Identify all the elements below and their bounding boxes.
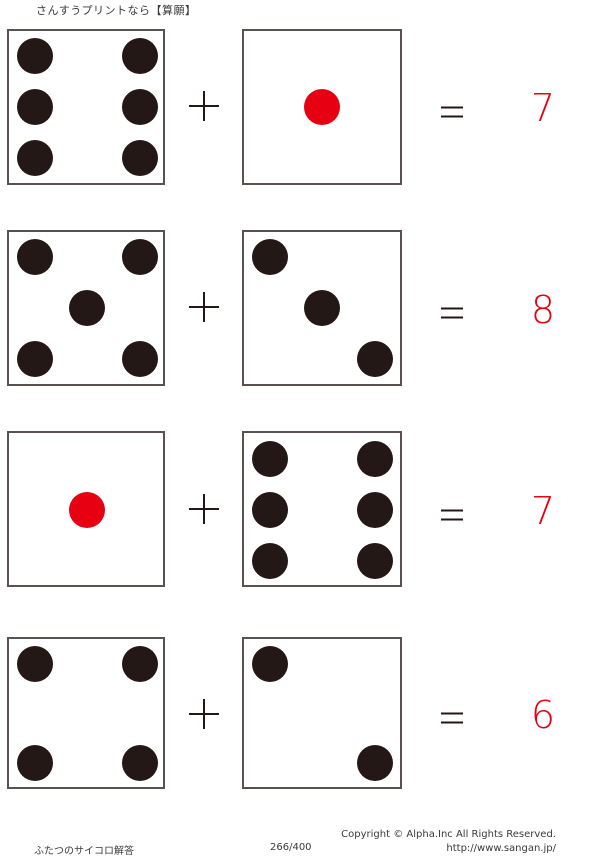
pip	[17, 140, 53, 176]
right-die-three	[242, 230, 402, 386]
pip	[69, 290, 105, 326]
pip	[122, 89, 158, 125]
left-die-six	[7, 29, 165, 185]
right-die-two	[242, 637, 402, 789]
left-die-four	[7, 637, 165, 789]
answer: 7	[530, 86, 556, 130]
pip	[17, 239, 53, 275]
pip-red	[304, 89, 340, 125]
pip	[252, 239, 288, 275]
pip	[17, 646, 53, 682]
answer: 6	[530, 693, 556, 737]
pip	[357, 543, 393, 579]
pip	[357, 492, 393, 528]
pip	[122, 140, 158, 176]
pip	[252, 492, 288, 528]
pip	[122, 646, 158, 682]
pip-red	[69, 492, 105, 528]
pip	[252, 441, 288, 477]
pip	[304, 290, 340, 326]
plus-sign-icon	[189, 91, 219, 121]
pip	[17, 745, 53, 781]
pip	[17, 341, 53, 377]
plus-sign-icon	[189, 292, 219, 322]
equals-sign-icon	[441, 106, 463, 118]
pip	[357, 441, 393, 477]
left-die-five	[7, 230, 165, 386]
pip	[122, 341, 158, 377]
right-die-one	[242, 29, 402, 185]
answer: 7	[530, 489, 556, 533]
worksheet-header: さんすうプリントなら【算願】	[36, 4, 197, 17]
pip	[17, 38, 53, 74]
pip	[122, 38, 158, 74]
answer: 8	[530, 288, 556, 332]
pip	[357, 341, 393, 377]
page-number: 266/400	[270, 842, 312, 853]
pip	[122, 239, 158, 275]
plus-sign-icon	[189, 494, 219, 524]
plus-sign-icon	[189, 699, 219, 729]
equals-sign-icon	[441, 509, 463, 521]
equals-sign-icon	[441, 307, 463, 319]
pip	[252, 646, 288, 682]
worksheet-name: ふたつのサイコロ解答	[34, 846, 134, 857]
pip	[357, 745, 393, 781]
equals-sign-icon	[441, 712, 463, 724]
site-url-link[interactable]: http://www.sangan.jp/	[446, 843, 556, 854]
right-die-six	[242, 431, 402, 587]
left-die-one	[7, 431, 165, 587]
copyright-text: Copyright © Alpha.Inc All Rights Reserve…	[341, 829, 556, 840]
pip	[252, 543, 288, 579]
pip	[17, 89, 53, 125]
pip	[122, 745, 158, 781]
